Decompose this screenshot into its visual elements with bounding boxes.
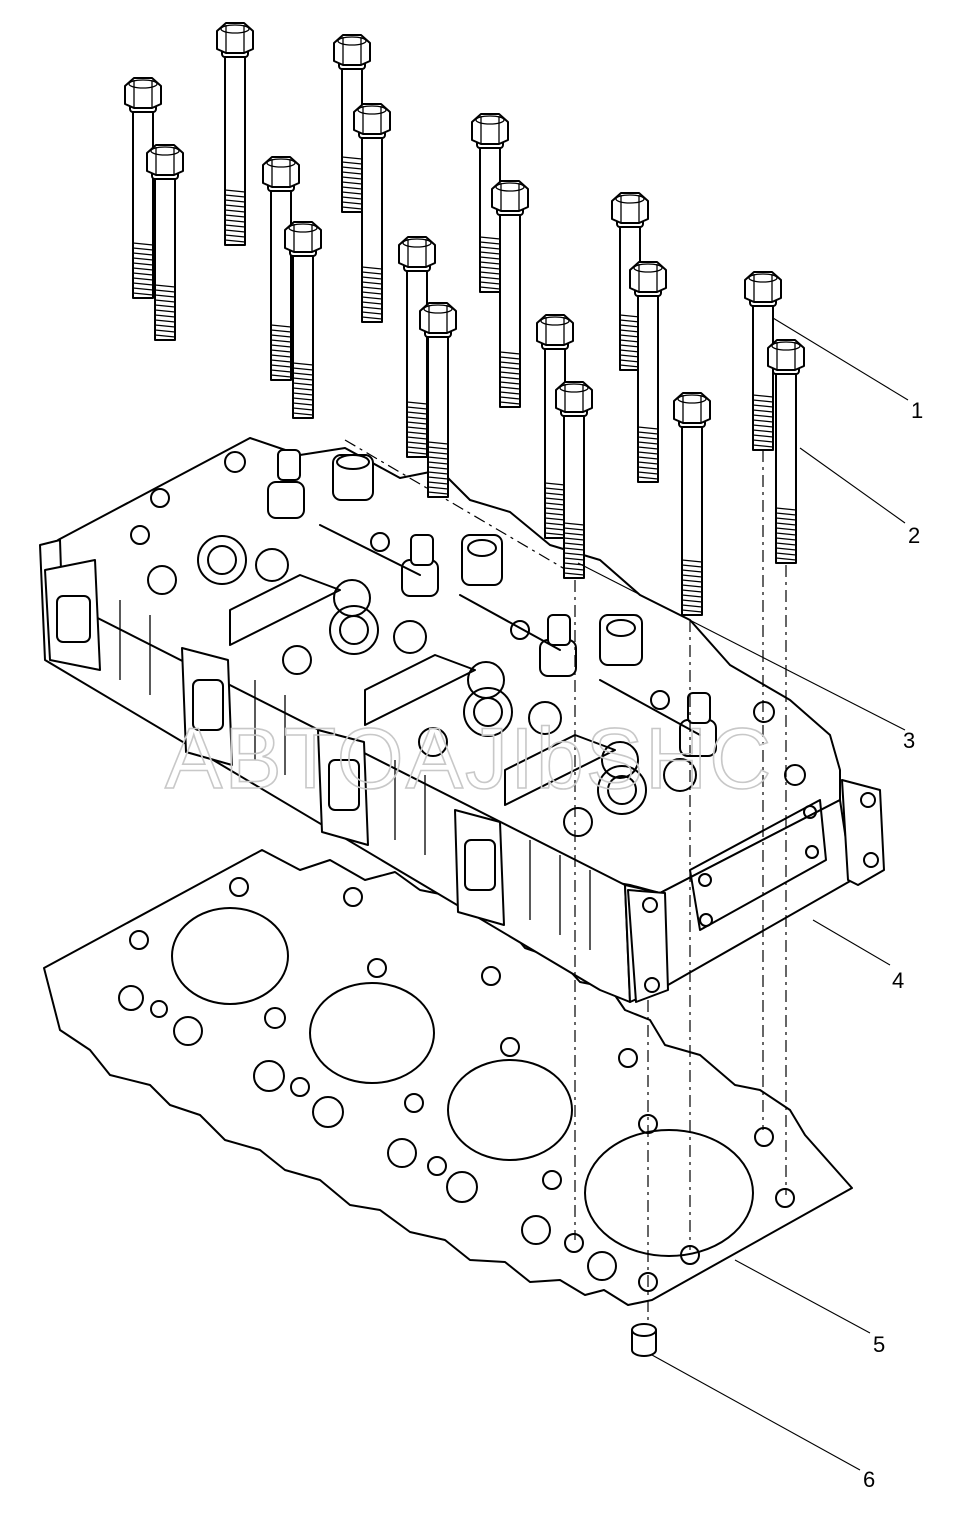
head-bolt	[744, 271, 782, 451]
head-bolt	[284, 221, 322, 419]
head-bolt	[262, 156, 300, 381]
head-bolt	[333, 34, 371, 213]
head-bolt	[555, 381, 593, 579]
head-bolts	[124, 22, 805, 616]
head-fins	[119, 600, 591, 950]
head-bolt	[471, 113, 509, 293]
callout-labels: 1 2 3 4 5 6	[863, 398, 923, 1492]
alignment-lines	[344, 425, 787, 1325]
head-bolt	[216, 22, 254, 246]
head-bolt	[629, 261, 667, 483]
callout-2: 2	[908, 523, 920, 548]
watermark: ABTOAJIbSHC	[165, 711, 773, 807]
head-bolt	[491, 180, 529, 408]
valve-seats	[130, 451, 806, 837]
dowel-pin	[631, 1323, 657, 1357]
callout-5: 5	[873, 1332, 885, 1357]
injector-bosses	[267, 449, 717, 757]
head-bolt	[767, 339, 805, 564]
callout-1: 1	[911, 398, 923, 423]
head-bolt	[419, 302, 457, 498]
head-bolt	[611, 192, 649, 371]
cylinder-head	[39, 437, 885, 1003]
head-bolt	[673, 392, 711, 616]
head-bolt	[124, 77, 162, 299]
callout-6: 6	[863, 1467, 875, 1492]
head-bolt	[146, 144, 184, 341]
exhaust-ports	[44, 559, 505, 926]
leader-lines	[577, 317, 909, 1471]
callout-4: 4	[892, 968, 904, 993]
callout-3: 3	[903, 728, 915, 753]
head-bolt	[353, 103, 391, 323]
